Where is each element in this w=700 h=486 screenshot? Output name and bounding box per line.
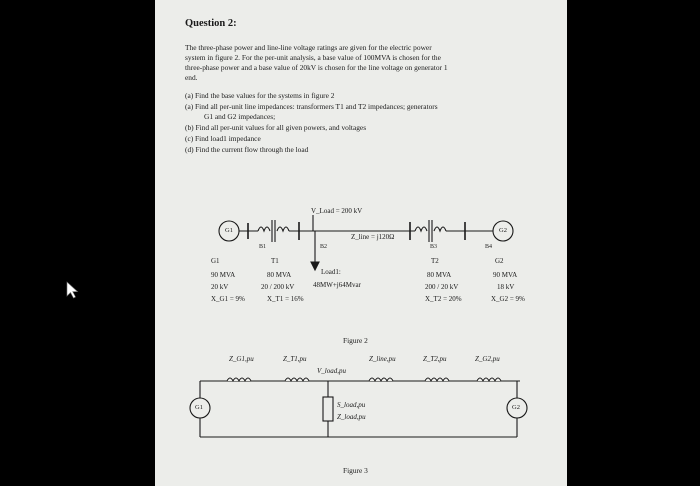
zload-pu-label: Z_load,pu <box>337 413 366 421</box>
task-c: (c) Find load1 impedance <box>185 134 261 143</box>
transformer-icon <box>414 220 447 242</box>
t1-x: X_T1 = 16% <box>267 295 304 303</box>
t1-kv: 20 / 200 kV <box>261 283 295 291</box>
figure-3-caption: Figure 3 <box>343 466 368 475</box>
bus-label: B1 <box>259 244 267 250</box>
t2-name: T2 <box>431 257 439 265</box>
vload-pu-label: V_load,pu <box>317 367 346 375</box>
zline-label: Z_line = j120Ω <box>351 233 395 241</box>
task-a2-cont: G1 and G2 impedances; <box>204 112 276 121</box>
g1-mva: 90 MVA <box>211 271 236 279</box>
inductor-icon <box>424 377 450 383</box>
g2-x: X_G2 = 9% <box>491 295 525 303</box>
vload-label: V_Load = 200 kV <box>311 207 363 215</box>
g1-name: G1 <box>211 257 220 265</box>
zt2-label: Z_T2,pu <box>423 355 447 363</box>
question-title: Question 2: <box>185 18 237 29</box>
task-a2: (a) Find all per-unit line impedances: t… <box>185 102 438 111</box>
inductor-icon <box>284 377 310 383</box>
g2-kv: 18 kV <box>497 283 515 291</box>
zg1-label: Z_G1,pu <box>229 355 254 363</box>
load-power: 48MW+j64Mvar <box>313 281 361 289</box>
document-page: Question 2: The three-phase power and li… <box>155 0 567 486</box>
load-impedance-box <box>322 396 334 422</box>
bus-label: B2 <box>320 244 328 250</box>
g1-fig3-label: G1 <box>195 404 203 411</box>
paragraph-line: system in figure 2. For the per-unit ana… <box>185 53 441 62</box>
zline-pu-label: Z_line,pu <box>369 355 396 363</box>
paragraph-line: three-phase power and a base value of 20… <box>185 63 448 72</box>
t1-name: T1 <box>271 257 279 265</box>
g2-mva: 90 MVA <box>493 271 518 279</box>
g1-x: X_G1 = 9% <box>211 295 245 303</box>
zg2-label: Z_G2,pu <box>475 355 500 363</box>
paragraph-line: The three-phase power and line-line volt… <box>185 43 432 52</box>
g2-name: G2 <box>495 257 504 265</box>
g2-circle-label: G2 <box>499 227 507 234</box>
task-d: (d) Find the current flow through the lo… <box>185 145 309 154</box>
g1-circle-label: G1 <box>225 227 233 234</box>
bus-label: B4 <box>485 244 493 250</box>
generator-icon <box>492 220 514 242</box>
figure-2-diagram <box>189 215 528 438</box>
g2-fig3-label: G2 <box>512 404 520 411</box>
t1-mva: 80 MVA <box>267 271 292 279</box>
inductor-icon <box>368 377 394 383</box>
figure-2-caption: Figure 2 <box>343 336 368 345</box>
sload-pu-label: S_load,pu <box>337 401 366 409</box>
task-b: (b) Find all per-unit values for all giv… <box>185 123 367 132</box>
paragraph-line: end. <box>185 73 198 82</box>
g1-kv: 20 kV <box>211 283 229 291</box>
t2-mva: 80 MVA <box>427 271 452 279</box>
t2-x: X_T2 = 20% <box>425 295 462 303</box>
t2-kv: 200 / 20 kV <box>425 283 459 291</box>
inductor-icon <box>476 377 502 383</box>
load-name: Load1: <box>321 268 341 276</box>
transformer-icon <box>257 220 290 242</box>
zt1-label: Z_T1,pu <box>283 355 307 363</box>
bus-label: B3 <box>430 244 438 250</box>
inductor-icon <box>226 377 252 383</box>
task-a1: (a) Find the base values for the systems… <box>185 91 335 100</box>
